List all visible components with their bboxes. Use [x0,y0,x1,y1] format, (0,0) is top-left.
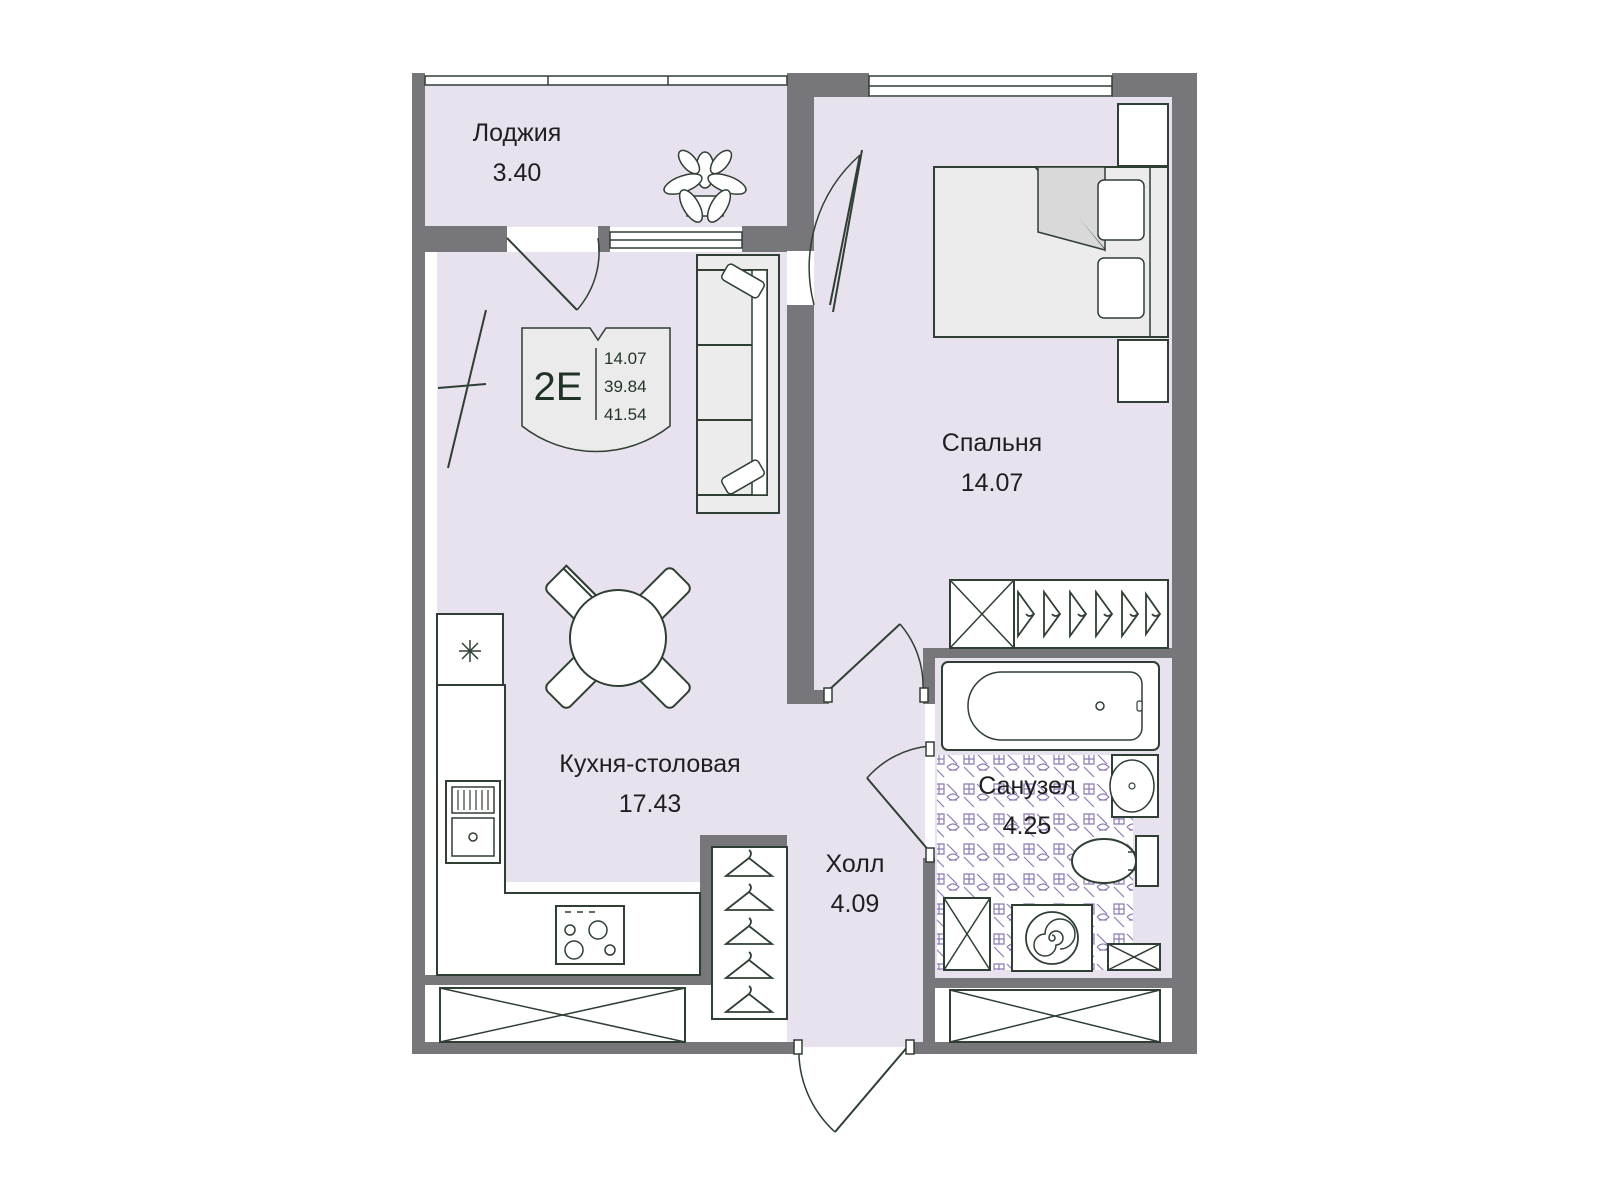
kitchen-area: 17.43 [619,790,682,818]
shafts [439,987,1161,1043]
badge-total-with-loggia: 41.54 [604,405,647,424]
loggia-area: 3.40 [493,159,542,187]
bedroom-name: Спальня [942,429,1042,457]
window-loggia [424,75,788,86]
badge-living-area: 14.07 [604,349,647,368]
bed [933,103,1169,403]
wall [923,858,935,1052]
wall [787,73,869,97]
door-kitchen-window [437,309,487,469]
wall [1172,73,1197,1052]
plant-icon [663,149,747,223]
wall [742,226,787,252]
hall-area: 4.09 [831,890,880,918]
wall [412,1042,799,1054]
wall [412,73,425,85]
doors [437,149,935,1133]
badge-total-area: 39.84 [604,377,647,396]
bathroom-name: Санузел [978,772,1075,800]
door-entrance [793,1039,915,1133]
bathtub-icon [941,661,1160,751]
door-bedroom [808,149,863,313]
sofa [696,254,780,514]
wall [787,690,829,704]
bathroom-area: 4.25 [1003,812,1052,840]
door-bedroom-hall [823,623,929,703]
door-bathroom [866,741,935,863]
wall [412,73,425,1052]
kitchen-counter [436,613,701,976]
wall [787,305,814,690]
hall-name: Холл [826,850,885,878]
nightstand [1117,339,1169,403]
door-loggia [506,237,600,311]
nightstand [1117,103,1169,167]
bedroom-wardrobe [949,579,1169,649]
dining-table [545,564,691,709]
wall [935,978,1172,988]
apartment-code: 2E [534,365,583,409]
stove-icon [555,905,625,965]
windows [424,75,1113,249]
walls [412,73,1197,1054]
wall [700,835,712,975]
hall-floor [787,697,925,1047]
loggia-floor [425,85,787,227]
wall [909,1042,1197,1054]
wall [787,73,814,251]
washbasin-icon [1109,754,1159,818]
bath-shaft [943,897,1161,971]
bedroom-area: 14.07 [961,469,1024,497]
hanger-icon [723,849,775,1013]
room-labels: Лоджия 3.40 Спальня 14.07 Кухня-столовая… [473,119,1076,918]
wall [935,648,1172,658]
apartment-badge: 2E 14.07 39.84 41.54 [521,327,671,453]
wall [700,835,787,847]
wall [425,226,507,252]
kitchen-name: Кухня-столовая [559,750,740,778]
toilet-icon [1071,835,1159,887]
hall-wardrobe [711,846,788,1020]
hanger-icon [1017,589,1162,639]
washing-machine-icon [1011,904,1093,972]
sink-icon [445,780,501,864]
wall [425,975,712,985]
wall [598,226,610,252]
loggia-name: Лоджия [473,119,562,147]
